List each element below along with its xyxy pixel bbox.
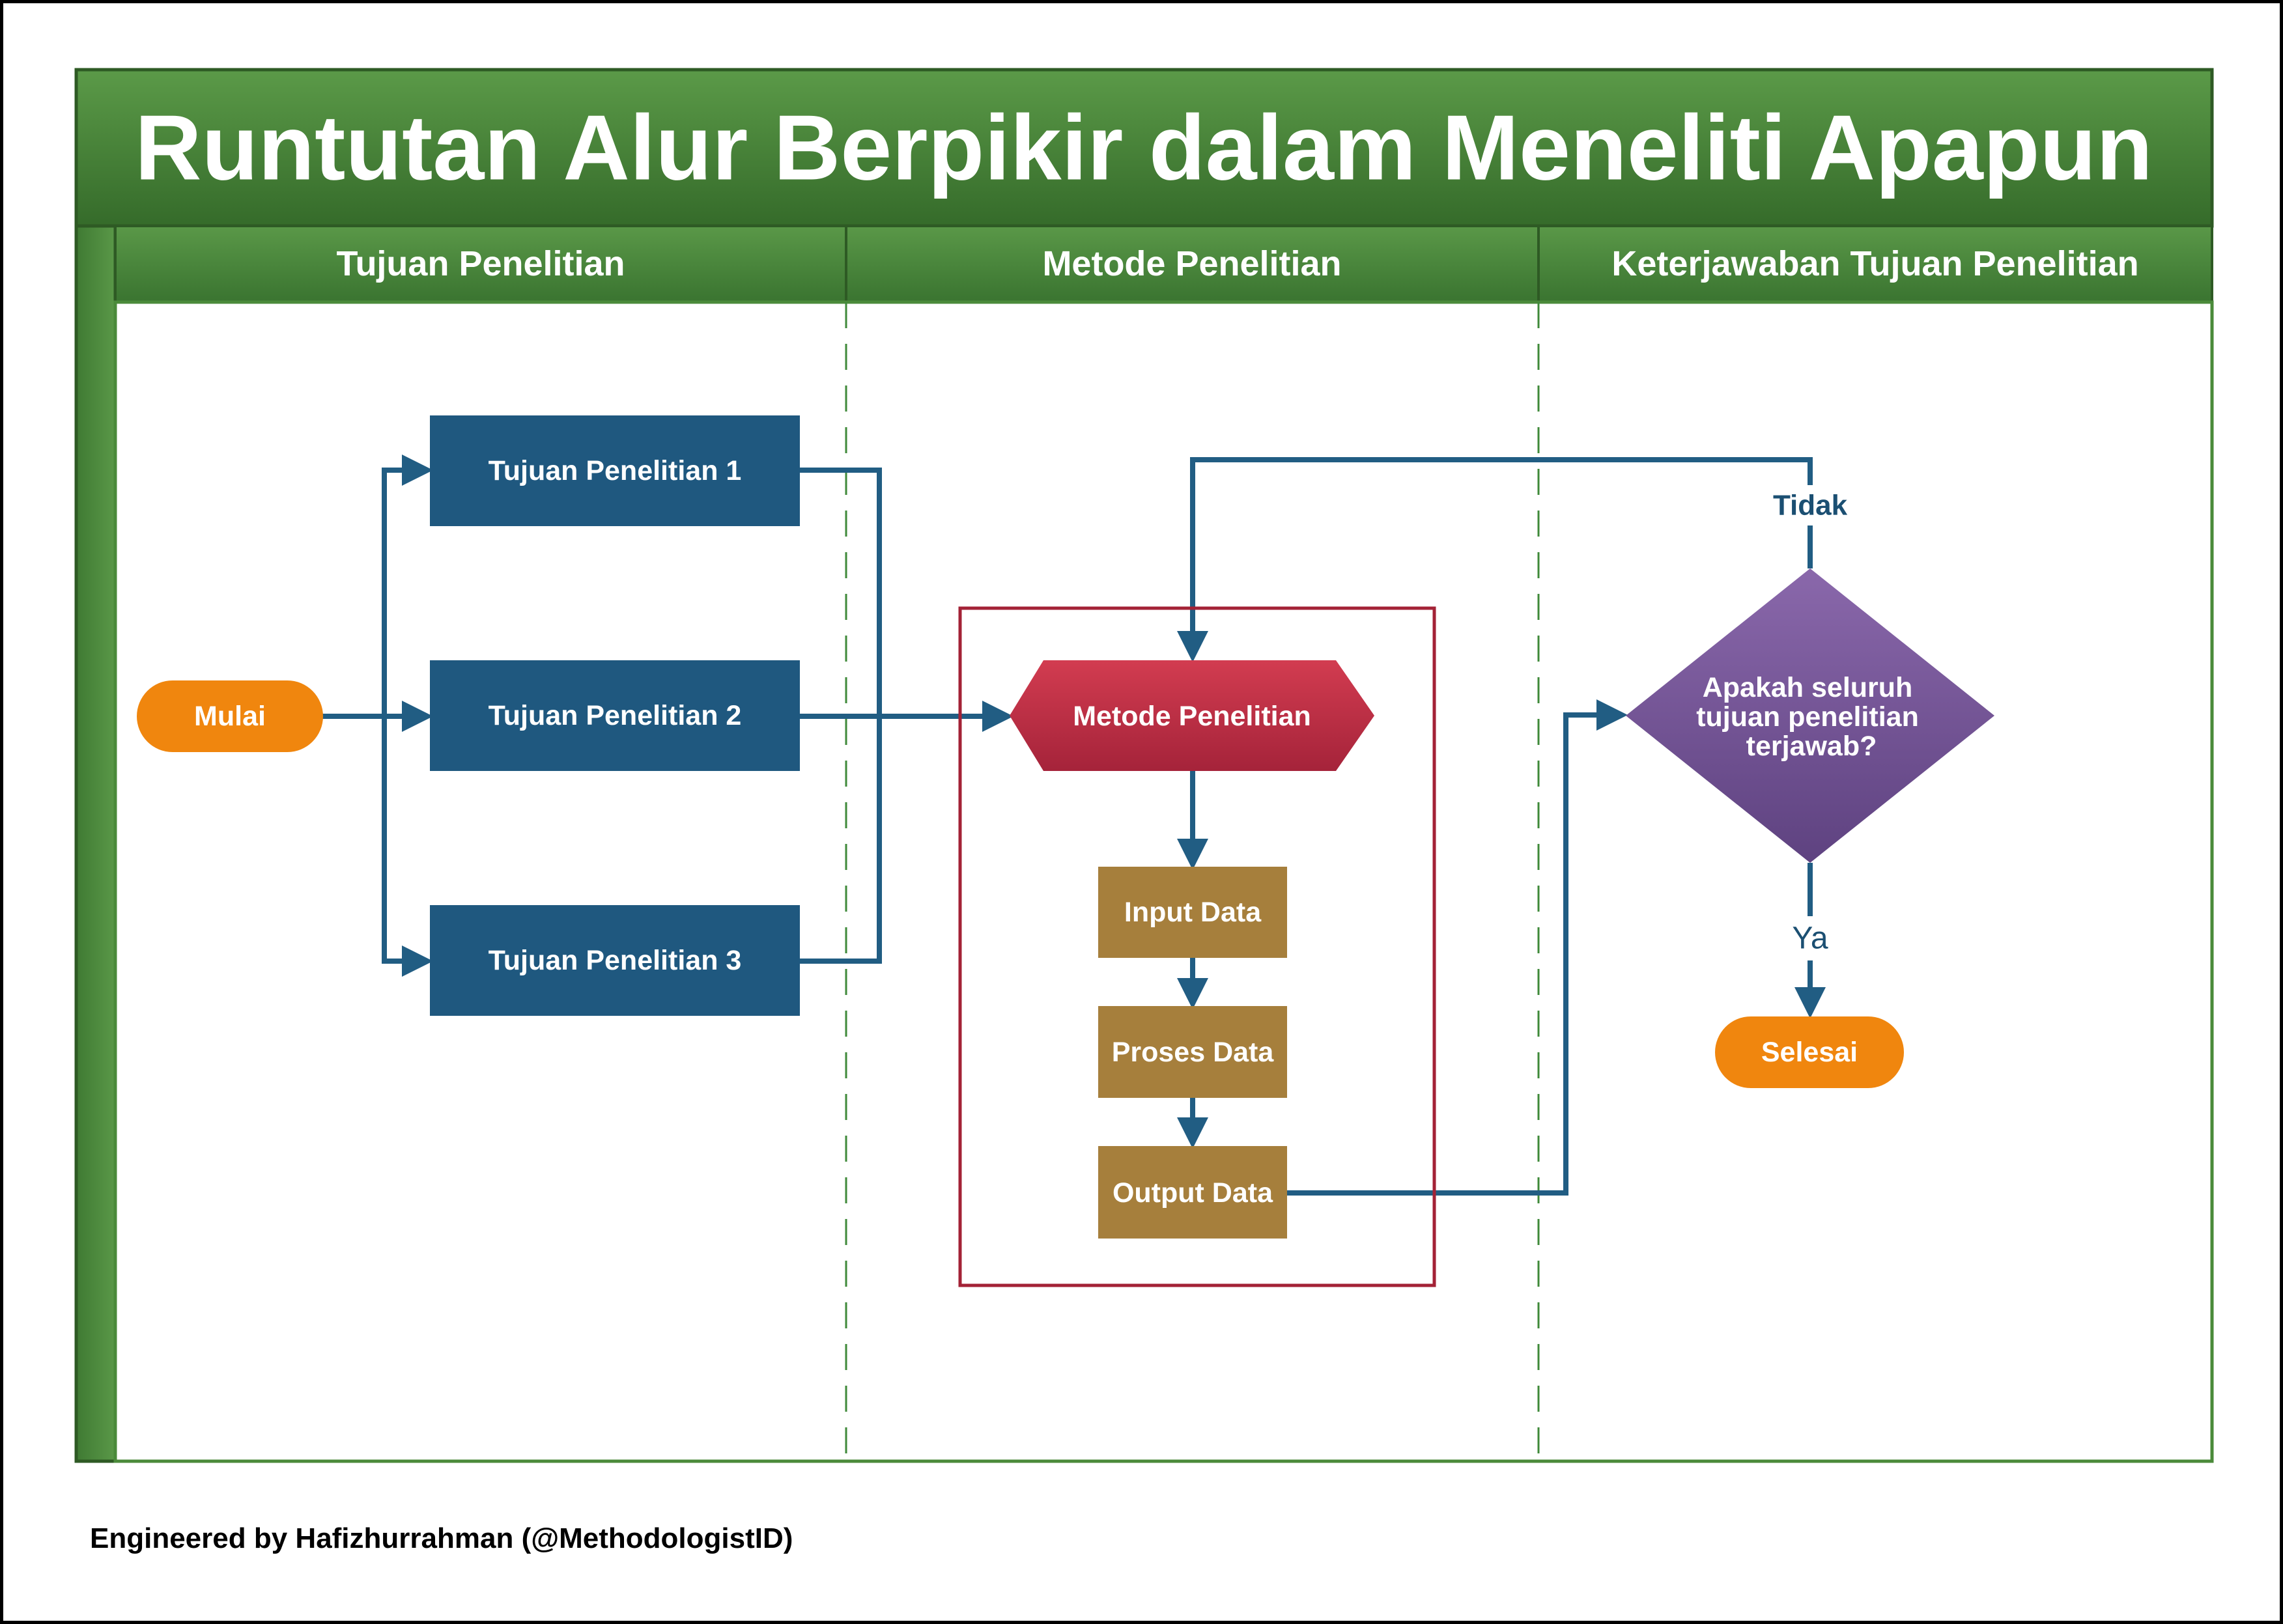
decision-line-3: terjawab?	[1746, 731, 1877, 762]
title-bar: Runtutan Alur Berpikir dalam Meneliti Ap…	[74, 68, 2214, 228]
process-data-node: Proses Data	[1098, 1006, 1287, 1098]
no-label-bg	[1765, 485, 1855, 525]
lane-header-tujuan: Tujuan Penelitian	[336, 244, 625, 283]
credit-text: Engineered by Hafizhurrahman (@Methodolo…	[90, 1522, 793, 1554]
edge-label-yes: Ya	[1792, 921, 1828, 956]
process-data-label: Proses Data	[1112, 1037, 1275, 1068]
start-node: Mulai	[137, 680, 323, 752]
goal-label-2: Tujuan Penelitian 2	[489, 700, 742, 731]
goal-label-1: Tujuan Penelitian 1	[489, 455, 742, 486]
goal-label-3: Tujuan Penelitian 3	[489, 945, 742, 976]
end-label: Selesai	[1761, 1037, 1858, 1068]
goal-node-1: Tujuan Penelitian 1	[430, 415, 800, 526]
pool-side-bar	[74, 224, 117, 1463]
decision-line-2: tujuan penelitian	[1696, 701, 1919, 733]
goal-node-3: Tujuan Penelitian 3	[430, 905, 800, 1016]
method-group-box	[958, 606, 1436, 1287]
goal-node-2: Tujuan Penelitian 2	[430, 660, 800, 771]
lane-header-metode: Metode Penelitian	[1042, 244, 1341, 283]
decision-line-1: Apakah seluruh	[1703, 672, 1913, 703]
input-data-node: Input Data	[1098, 867, 1287, 958]
start-label: Mulai	[194, 701, 266, 732]
method-label: Metode Penelitian	[1073, 701, 1311, 732]
decision-node: Apakah seluruh tujuan penelitian terjawa…	[1626, 568, 1994, 863]
page-title: Runtutan Alur Berpikir dalam Meneliti Ap…	[135, 96, 2153, 200]
lane-header-keterjawaban: Keterjawaban Tujuan Penelitian	[1611, 244, 2138, 283]
output-data-node: Output Data	[1098, 1146, 1287, 1239]
input-data-label: Input Data	[1124, 897, 1262, 928]
connectors	[320, 455, 1826, 1196]
method-node: Metode Penelitian	[1010, 660, 1374, 771]
edge-label-no: Tidak	[1773, 490, 1848, 522]
output-data-label: Output Data	[1113, 1177, 1273, 1209]
decision-label: Apakah seluruh tujuan penelitian terjawa…	[1696, 663, 1927, 762]
end-node: Selesai	[1715, 1016, 1904, 1088]
lane-headers: Tujuan Penelitian Metode Penelitian Kete…	[114, 225, 2213, 303]
